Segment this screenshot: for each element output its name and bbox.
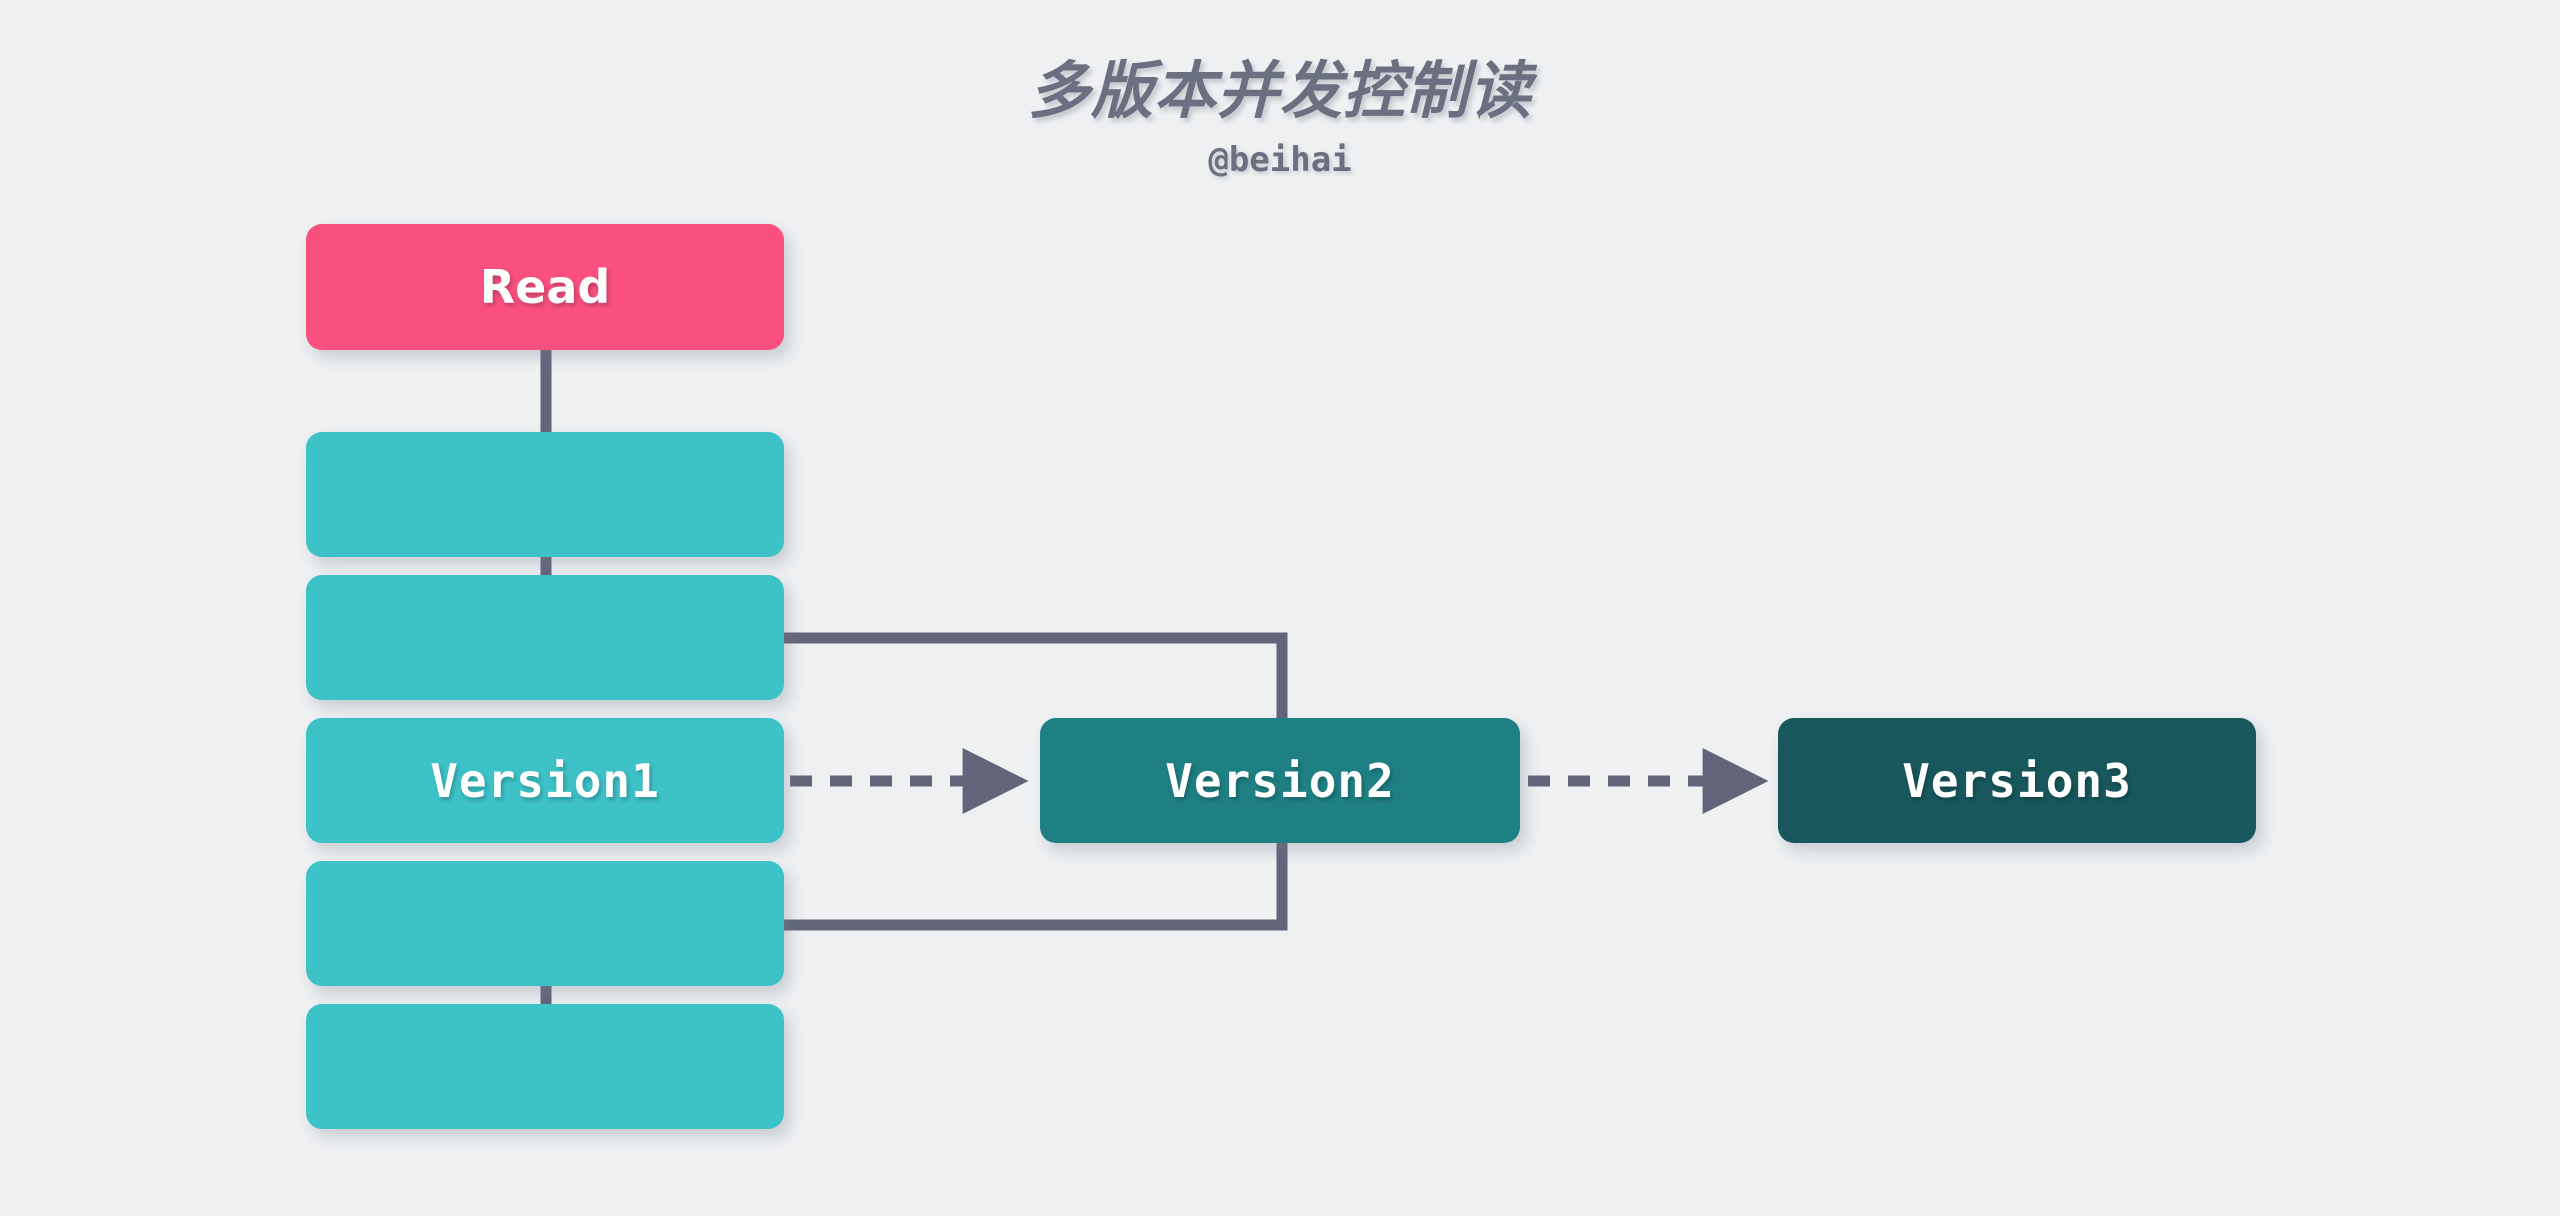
node-read[interactable]: Read: [306, 224, 784, 350]
node-version-slot-2[interactable]: [306, 575, 784, 700]
node-version3[interactable]: Version3: [1778, 718, 2256, 843]
author-handle: @beihai: [1208, 140, 1352, 180]
node-version1[interactable]: Version1: [306, 718, 784, 843]
node-version1-label: Version1: [430, 753, 660, 808]
node-version3-label: Version3: [1902, 753, 2132, 808]
node-version-slot-4[interactable]: [306, 1004, 784, 1129]
node-read-label: Read: [479, 260, 611, 314]
node-version-slot-1[interactable]: [306, 432, 784, 557]
page-title: 多版本并发控制读: [1027, 54, 1532, 127]
node-version-slot-3[interactable]: [306, 861, 784, 986]
node-version2[interactable]: Version2: [1040, 718, 1520, 843]
node-version2-label: Version2: [1165, 753, 1395, 808]
